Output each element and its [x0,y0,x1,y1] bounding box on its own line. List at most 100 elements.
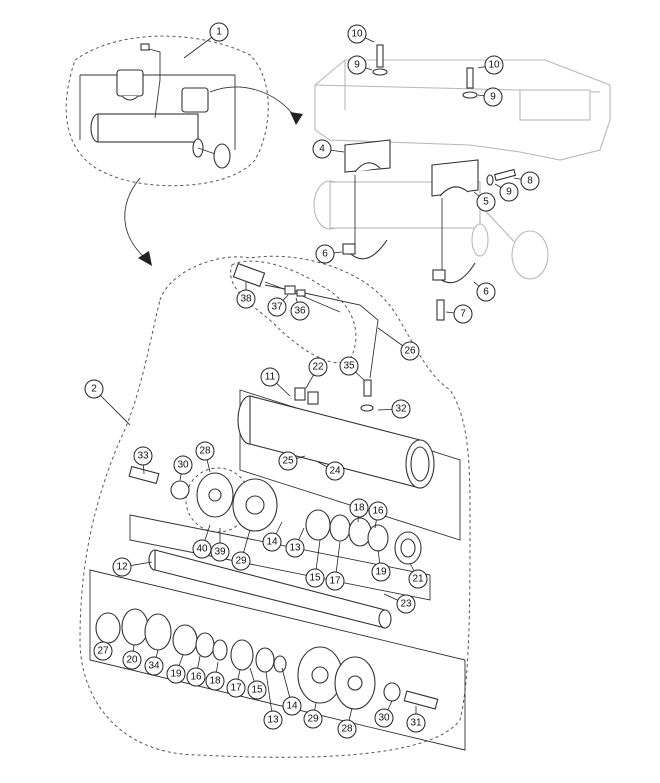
callout-circle [308,357,328,377]
callout-circle [285,538,305,558]
callout-circle [263,710,283,730]
callout-circle [339,356,359,376]
callout-number: 19 [375,567,387,578]
arrow-to-frame [209,86,297,119]
callout-c27: 27 [93,641,113,661]
assembly-group-2 [79,255,471,758]
callout-circle [476,192,496,212]
callout-c28a: 28 [195,441,215,473]
callout-c5: 5 [473,191,496,212]
callout-circle [325,571,345,591]
callout-number: 20 [126,655,138,666]
callout-number: 9 [354,60,360,71]
callout-circle [209,22,229,42]
callout-c24: 24 [317,461,345,481]
callout-number: 28 [199,446,211,457]
callout-layer: 1245667899910101112131314141515161617171… [84,22,540,739]
callout-c9b: 9 [477,87,503,107]
callout-number: 12 [116,562,128,573]
callout-c9c: 9 [494,182,519,202]
callout-c14b: 14 [281,667,302,716]
callout-circle [192,539,212,559]
callout-number: 27 [97,646,109,657]
callout-number: 28 [341,724,353,735]
callout-number: 15 [251,685,263,696]
callout-number: 39 [214,547,226,558]
callout-c16b: 16 [186,655,206,687]
callout-circle [371,562,391,582]
callout-number: 37 [271,302,283,313]
callout-c31: 31 [406,706,426,733]
callout-circle [347,24,367,44]
callout-circle [290,301,310,321]
callout-number: 13 [267,715,279,726]
callout-c40: 40 [192,524,212,559]
callout-c10b: 10 [477,55,504,75]
callout-circle [349,498,369,518]
frame-assembly-ghost [313,59,611,280]
callout-circle [406,713,426,733]
callout-circle [347,55,367,75]
callout-c16a: 16 [368,501,388,529]
callout-circle [260,367,280,387]
arrow-head-right [290,112,303,125]
callout-number: 26 [404,346,416,357]
callout-c23: 23 [383,593,416,614]
callout-c30a: 30 [173,455,193,481]
callout-c29b: 29 [303,702,323,729]
callout-c21: 21 [408,562,428,589]
callout-circle [315,244,335,264]
callout-c26: 26 [377,327,420,361]
callout-circle [368,501,388,521]
callout-c38: 38 [236,282,256,309]
callout-number: 9 [506,187,512,198]
callout-c20: 20 [122,644,142,670]
callout-circle [195,441,215,461]
callout-c39: 39 [210,528,230,562]
callout-number: 34 [148,661,160,672]
callout-number: 5 [483,197,489,208]
assembly-group-1 [65,35,269,187]
callout-c6b: 6 [473,281,496,302]
arrow-head-down [138,251,152,266]
callout-c18a: 18 [349,498,369,523]
callout-circle [93,641,113,661]
callout-c6a: 6 [315,244,343,264]
callout-c29a: 29 [231,529,251,571]
callout-circle [133,446,153,466]
callout-circle [186,667,206,687]
callout-c19b: 19 [166,654,186,684]
callout-c32: 32 [377,399,411,419]
callout-circle [303,709,323,729]
callout-circle [374,708,394,728]
callout-circle [391,399,411,419]
callout-number: 16 [372,506,384,517]
callout-c22: 22 [305,357,328,389]
callout-number: 23 [400,599,412,610]
callout-number: 2 [91,384,97,395]
callout-number: 38 [240,294,252,305]
callout-number: 19 [170,669,182,680]
callout-circle [400,341,420,361]
callout-c17b: 17 [226,669,246,698]
callout-c36: 36 [290,297,310,321]
callout-c33: 33 [133,446,153,475]
arrow-to-exploded [124,177,146,259]
callout-circle [84,379,104,399]
frame-hardware [342,44,517,321]
callout-number: 29 [235,556,247,567]
callout-number: 31 [410,718,422,729]
callout-number: 10 [351,29,363,40]
callout-c18b: 18 [205,661,225,691]
callout-number: 11 [265,372,276,383]
callout-circle [278,451,298,471]
callout-c10a: 10 [347,24,375,44]
callout-c7: 7 [445,304,473,324]
callout-circle [231,551,251,571]
callout-circle [408,569,428,589]
callout-c4: 4 [312,139,345,159]
callout-circle [337,719,357,739]
callout-number: 22 [312,362,324,373]
callout-number: 30 [177,460,189,471]
